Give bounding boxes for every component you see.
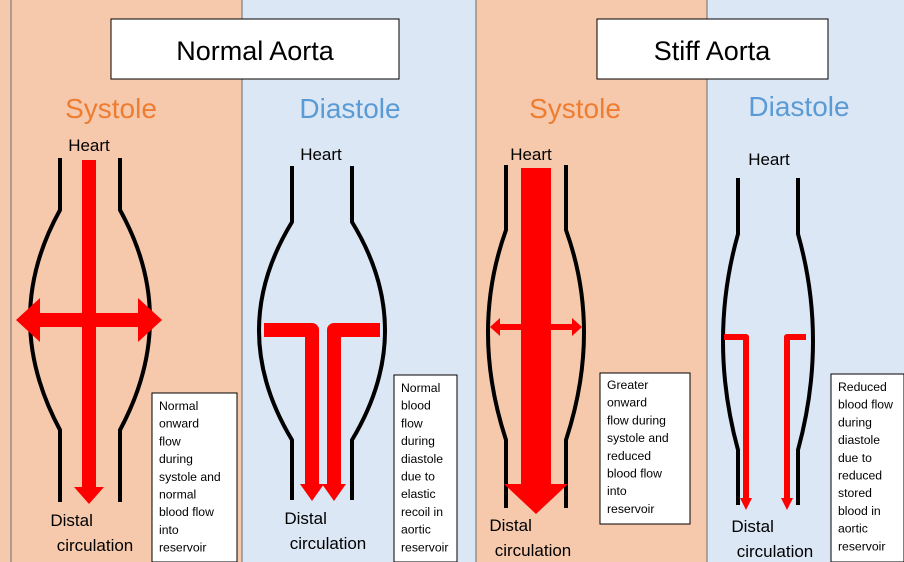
phase-label-normal-systole: Systole	[65, 93, 157, 124]
title-stiff-aorta: Stiff Aorta	[654, 36, 772, 66]
phase-label-normal-diastole: Diastole	[299, 93, 400, 124]
heart-label-normal-systole: Heart	[68, 136, 110, 155]
heart-label-stiff-diastole: Heart	[748, 150, 790, 169]
title-normal-aorta: Normal Aorta	[176, 36, 335, 66]
heart-label-normal-diastole: Heart	[300, 145, 342, 164]
heart-label-stiff-systole: Heart	[510, 145, 552, 164]
phase-label-stiff-systole: Systole	[529, 93, 621, 124]
phase-label-stiff-diastole: Diastole	[748, 91, 849, 122]
